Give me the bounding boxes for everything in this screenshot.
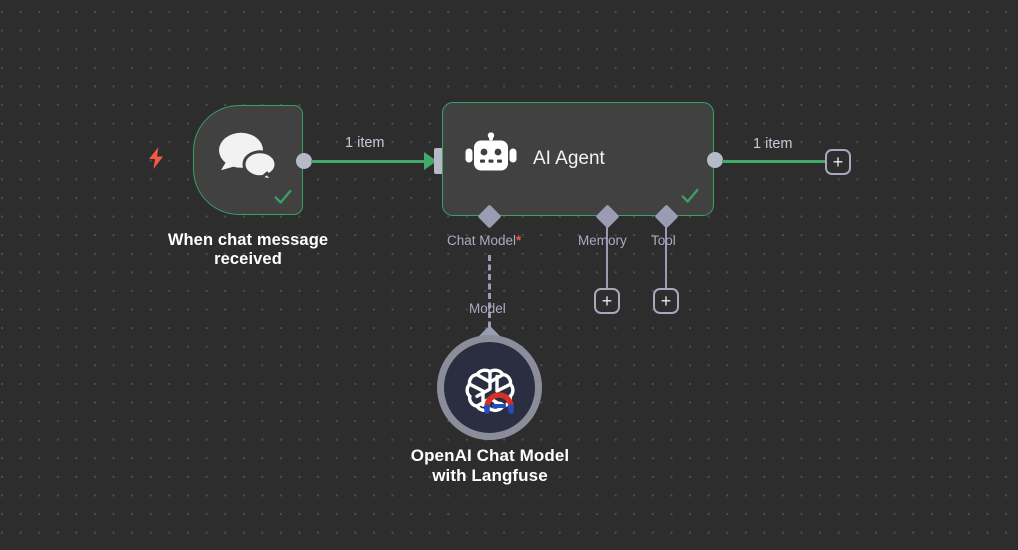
trigger-output-port[interactable] (296, 153, 312, 169)
node-label-trigger: When chat message received (167, 231, 329, 269)
sub-port-label-memory: Memory (578, 233, 627, 248)
node-label-model: OpenAI Chat Model with Langfuse (410, 446, 570, 486)
edge-agent-to-add[interactable] (722, 160, 825, 163)
status-check-icon (274, 189, 292, 204)
edge-label-trigger-to-agent: 1 item (345, 135, 385, 151)
sub-connection-memory[interactable] (606, 222, 608, 290)
status-check-icon-agent (681, 188, 699, 203)
node-when-chat-message-received[interactable] (193, 105, 312, 215)
node-ai-agent[interactable]: AI Agent (442, 102, 723, 216)
robot-icon (465, 132, 517, 186)
langfuse-badge-icon (483, 391, 514, 414)
sub-port-label-chat-model: Chat Model* (447, 233, 521, 248)
sub-connection-tool[interactable] (665, 222, 667, 290)
agent-input-port[interactable] (434, 148, 443, 174)
required-asterisk-icon: * (516, 233, 522, 248)
sub-port-label-text-chat-model: Chat Model (447, 233, 517, 248)
add-node-button-tool[interactable]: + (653, 288, 679, 314)
agent-output-port[interactable] (707, 152, 723, 168)
node-openai-chat-model[interactable] (437, 335, 542, 440)
edge-trigger-to-agent[interactable] (311, 160, 429, 163)
openai-logo-icon (463, 361, 517, 415)
edge-label-agent-to-add: 1 item (753, 136, 793, 152)
sub-connection-label-model: Model (469, 301, 506, 316)
add-node-button-output[interactable]: + (825, 149, 851, 175)
chat-bubbles-icon (215, 128, 281, 189)
add-node-button-memory[interactable]: + (594, 288, 620, 314)
edge-arrow-icon (424, 152, 437, 170)
node-title-ai-agent: AI Agent (533, 148, 605, 169)
lightning-bolt-icon (146, 146, 166, 175)
sub-port-label-tool: Tool (651, 233, 676, 248)
sub-connection-chat-model[interactable] (488, 255, 491, 337)
